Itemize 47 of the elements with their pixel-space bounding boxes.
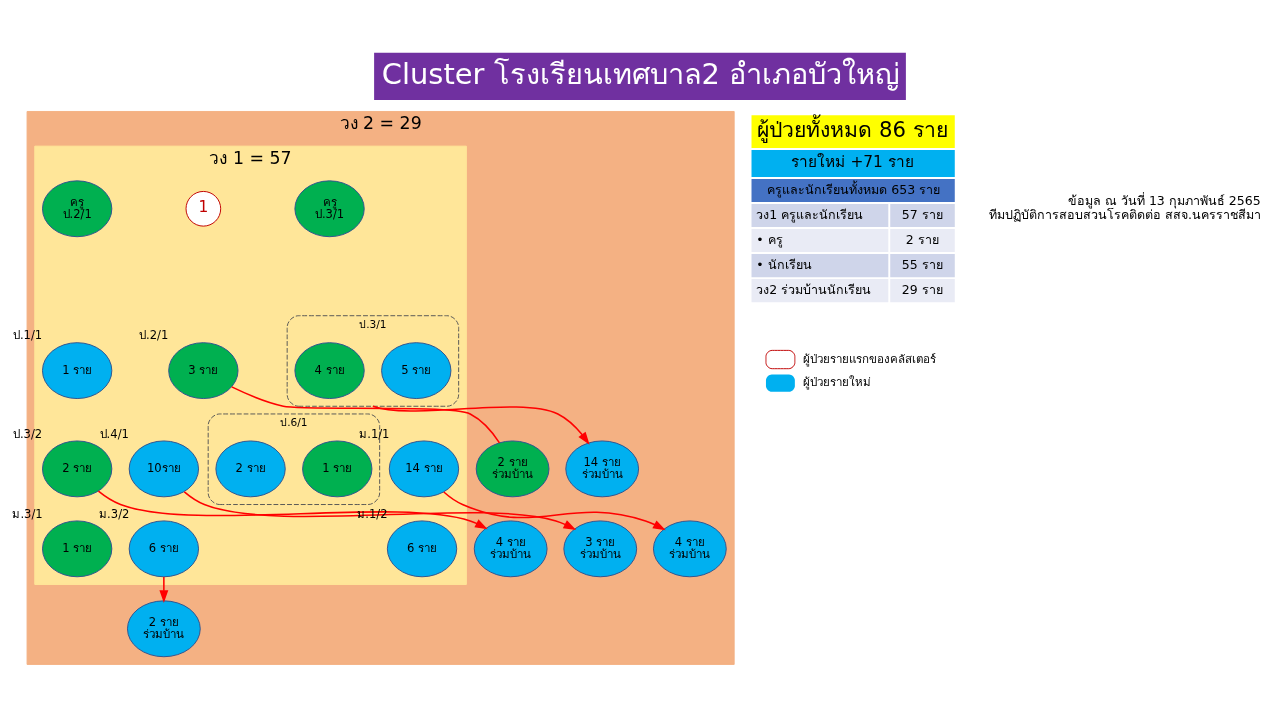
node-label: ป.3/2 — [12, 426, 43, 441]
label: ครูและนักเรียนทั้งหมด 653 ราย — [767, 181, 941, 197]
node-label: ม.1/1 — [359, 426, 390, 441]
node-ellipse: ครู ป.2/1 — [42, 179, 113, 237]
label: 2 ราย — [905, 231, 939, 247]
arrow — [183, 490, 577, 530]
legend-label: ผู้ป่วยรายแรกของคลัสเตอร์ — [802, 351, 936, 366]
node-ellipse: 3 ราย — [168, 341, 239, 399]
node-ellipse: 6 ราย — [386, 519, 458, 577]
label: วง1 ครูและนักเรียน — [756, 206, 864, 222]
label: 57 ราย — [901, 206, 943, 222]
node-ellipse: 5 ราย — [381, 341, 452, 399]
node-label: ม.1/2 — [357, 506, 388, 521]
node-label: ป.1/1 — [12, 327, 43, 342]
node-ellipse: 2 ราย ร่วมบ้าน — [475, 439, 550, 497]
arrow — [443, 490, 666, 530]
node-ellipse: 2 ราย — [215, 439, 286, 497]
label: รายใหม่ +71 ราย — [791, 152, 914, 171]
node-label: ม.3/1 — [12, 506, 43, 521]
node-ellipse: 14 ราย — [388, 439, 460, 497]
node-label: ม.3/2 — [99, 506, 130, 521]
arrow — [97, 489, 488, 529]
node-ellipse: 1 ราย — [302, 439, 373, 497]
node-ellipse: 14 ราย ร่วมบ้าน — [565, 439, 640, 497]
label: ผู้ป่วยทั้งหมด 86 ราย — [757, 116, 948, 142]
node-ellipse: 6 ราย — [128, 519, 199, 577]
arrow — [159, 575, 169, 603]
label: 55 ราย — [901, 256, 943, 272]
node-ellipse: 2 ราย — [42, 439, 113, 497]
node-label: ป.4/1 — [99, 426, 129, 441]
arrow — [372, 405, 590, 445]
diagram-title: Cluster โรงเรียนเทศบาล2 อำเภอบัวใหญ่ — [381, 56, 901, 91]
node-ellipse: 2 ราย ร่วมบ้าน — [126, 599, 201, 657]
connector — [230, 385, 501, 444]
label: • นักเรียน — [756, 256, 812, 272]
legend-label: ผู้ป่วยรายใหม่ — [802, 374, 871, 389]
node-circle: 1 — [185, 190, 222, 227]
node-label: ป.2/1 — [139, 327, 169, 342]
node-ellipse: 10ราย — [128, 439, 199, 497]
node-ellipse: 4 ราย — [294, 341, 365, 399]
node-ellipse: ครู ป.3/1 — [294, 179, 365, 237]
label: ข้อมูล ณ วันที่ 13 กุมภาพันธ์ 2565 — [1067, 192, 1261, 208]
node-ellipse: 1 ราย — [42, 519, 113, 577]
label: 29 ราย — [901, 281, 943, 297]
node-ellipse: 1 ราย — [42, 341, 113, 399]
label: • ครู — [756, 231, 783, 247]
label: วง2 ร่วมบ้านนักเรียน — [756, 281, 872, 297]
